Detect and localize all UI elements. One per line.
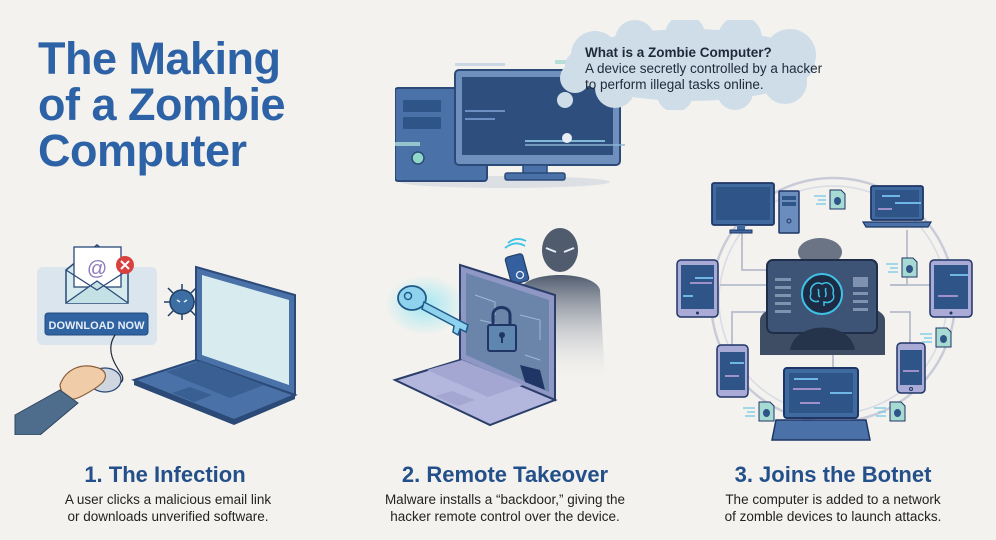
- definition-answer-line-2: to perform illegal tasks online.: [585, 77, 764, 92]
- step-1-illustration: @ DOWNLOAD NOW: [0, 235, 340, 435]
- phone-icon: [716, 344, 749, 398]
- definition-answer-line-1: A device secretly controlled by a hacker: [585, 61, 823, 76]
- title-line-3: Computer: [38, 125, 247, 176]
- error-x-icon: [116, 256, 134, 274]
- step-3-description: The computer is added to a network of zo…: [668, 491, 996, 525]
- step-2-title: 2. Remote Takeover: [401, 462, 609, 487]
- step-3-desc-line-1: The computer is added to a network: [725, 492, 941, 507]
- desktop-icon: [711, 182, 800, 234]
- laptop-icon: [771, 367, 871, 441]
- step-3-desc-line-2: of zomble devices to launch attacks.: [724, 509, 942, 524]
- step-1-title: 1. The Infection: [84, 462, 246, 487]
- botnet-controller: [760, 238, 885, 355]
- step-2-description: Malware installs a “backdoor,” giving th…: [340, 491, 670, 525]
- hand-mouse-icon: [14, 365, 122, 435]
- laptop-icon: [861, 185, 933, 228]
- tablet-icon: [929, 259, 973, 318]
- step-2-illustration: [380, 220, 640, 430]
- definition-question: What is a Zombie Computer?: [585, 45, 772, 60]
- download-button-label: DOWNLOAD NOW: [49, 320, 146, 332]
- title-line-1: The Making: [38, 33, 281, 84]
- step-3-title: 3. Joins the Botnet: [734, 462, 932, 487]
- step-1-desc-line-2: or downloads unverified software.: [67, 509, 269, 524]
- definition-cloud: [555, 20, 825, 110]
- speech-cloud-icon: [557, 20, 816, 110]
- step-1-desc-line-1: A user clicks a malicious email link: [64, 492, 272, 507]
- padlock-icon: [487, 306, 517, 352]
- step-3-illustration: [670, 170, 996, 445]
- remote-control-icon: [504, 238, 530, 285]
- brain-icon: [809, 282, 835, 306]
- hero-desktop-illustration: [395, 60, 635, 190]
- virus-bug-icon: [164, 284, 200, 320]
- malware-file-icon: [743, 189, 952, 422]
- envelope-icon: @: [65, 244, 129, 304]
- step-2-desc-line-2: hacker remote control over the device.: [390, 509, 620, 524]
- key-icon: [385, 275, 469, 337]
- tablet-icon: [676, 259, 719, 318]
- laptop-icon: [131, 265, 298, 425]
- step-2-desc-line-1: Malware installs a “backdoor,” giving th…: [384, 492, 626, 507]
- phone-icon: [896, 342, 926, 394]
- title-line-2: of a Zombie: [38, 79, 286, 130]
- page-title: The Making of a Zombie Computer: [38, 33, 286, 176]
- definition-text: What is a Zombie Computer? A device secr…: [585, 45, 825, 93]
- step-1-description: A user clicks a malicious email link or …: [3, 491, 333, 525]
- download-now-button[interactable]: DOWNLOAD NOW: [44, 312, 149, 336]
- svg-text:@: @: [87, 258, 107, 280]
- desktop-computer-icon: [395, 60, 625, 188]
